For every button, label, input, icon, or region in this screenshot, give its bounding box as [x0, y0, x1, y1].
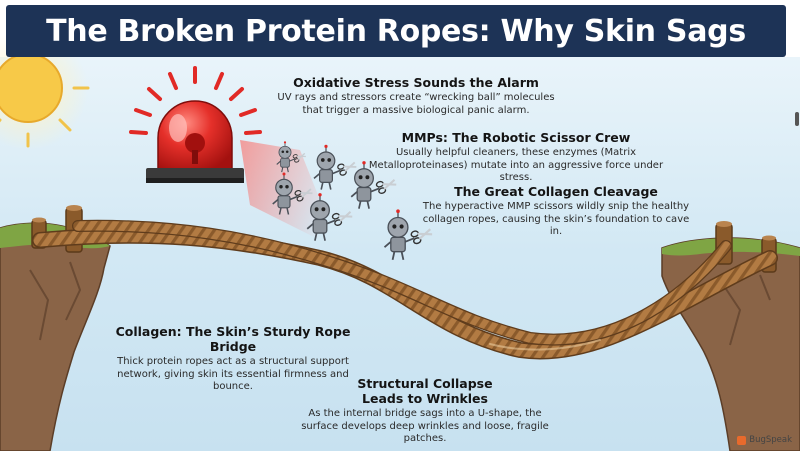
section-cleavage-heading: The Great Collagen Cleavage: [454, 184, 658, 199]
title-banner: The Broken Protein Ropes: Why Skin Sags: [6, 5, 786, 57]
section-collagen: Collagen: The Skin’s Sturdy Rope Bridge …: [100, 324, 366, 394]
rope-bridge-icon: [32, 219, 778, 360]
section-mmps-heading: MMPs: The Robotic Scissor Crew: [401, 130, 631, 145]
robot-scissor-crew: [272, 141, 433, 260]
section-collapse-heading: Structural Collapse Leads to Wrinkles: [357, 376, 493, 406]
scrollbar-thumb[interactable]: [795, 112, 799, 126]
robot-scissor-icon: [306, 193, 353, 241]
section-cleavage-body: The hyperactive MMP scissors wildly snip…: [422, 201, 690, 237]
section-mmps: MMPs: The Robotic Scissor Crew Usually h…: [366, 130, 666, 185]
section-collagen-body: Thick protein ropes act as a structural …: [117, 356, 349, 392]
section-alarm: Oxidative Stress Sounds the Alarm UV ray…: [266, 75, 566, 117]
section-collapse-body: As the internal bridge sags into a U-sha…: [301, 408, 549, 444]
robot-scissor-icon: [350, 161, 397, 209]
bugspeak-logo-icon: [737, 435, 747, 445]
alarm-siren-icon: [129, 66, 262, 183]
section-mmps-body: Usually helpful cleaners, these enzymes …: [368, 147, 664, 183]
robot-scissor-icon: [272, 172, 313, 215]
section-collagen-heading: Collagen: The Skin’s Sturdy Rope Bridge: [115, 324, 351, 354]
section-collapse: Structural Collapse Leads to Wrinkles As…: [290, 376, 560, 446]
section-cleavage: The Great Collagen Cleavage The hyperact…: [420, 184, 692, 239]
page-title: The Broken Protein Ropes: Why Skin Sags: [46, 13, 746, 49]
section-alarm-body: UV rays and stressors create “wrecking b…: [277, 92, 555, 116]
robot-scissor-icon: [276, 141, 306, 173]
robot-scissor-icon: [383, 209, 433, 260]
watermark: BugSpeak: [737, 435, 792, 445]
watermark-text: BugSpeak: [749, 435, 792, 445]
robot-scissor-icon: [313, 144, 357, 190]
section-alarm-heading: Oxidative Stress Sounds the Alarm: [293, 75, 539, 90]
